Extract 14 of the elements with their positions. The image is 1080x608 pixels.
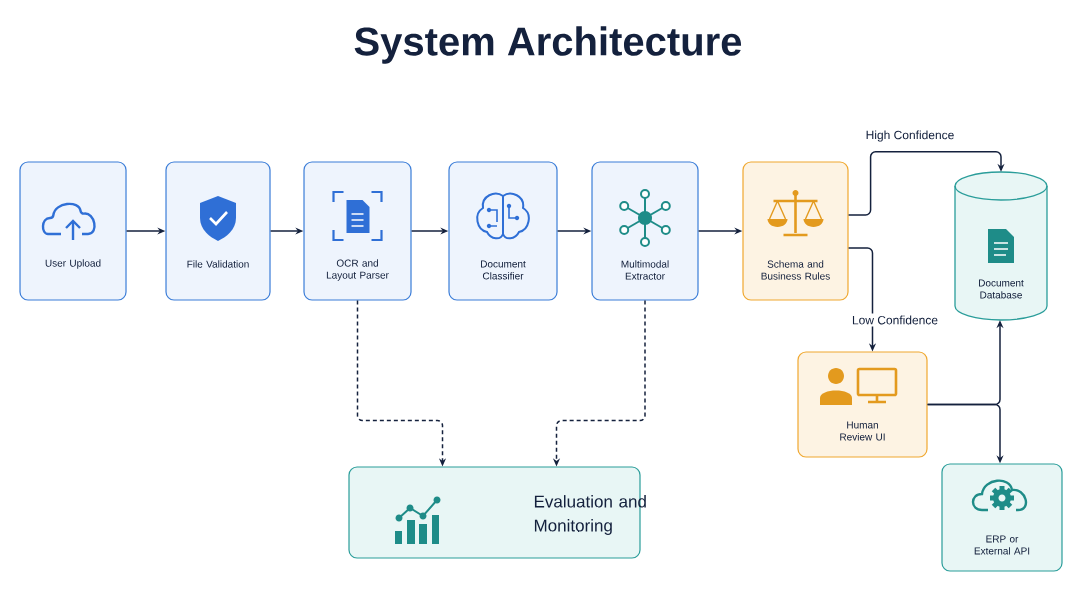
process-box: User Upload: [19, 161, 127, 301]
process-box: OCR and Layout Parser: [303, 161, 412, 301]
process-box: ERP or External API: [941, 463, 1063, 572]
process-box: Evaluation and Monitoring: [348, 466, 646, 559]
edge-label: Low Confidence: [852, 315, 938, 325]
arrow: [847, 151, 1005, 216]
database-cylinder: Document Database: [954, 171, 1048, 321]
edge-label: High Confidence: [866, 130, 954, 142]
title: System Architecture: [354, 26, 742, 64]
process-box: Schema and Business Rules: [742, 161, 849, 301]
process-box: Multimodal Extractor: [591, 161, 699, 301]
process-box: Document Classifier: [448, 161, 558, 301]
process-box: Human Review UI: [797, 351, 928, 458]
process-box: File Validation: [165, 161, 271, 301]
